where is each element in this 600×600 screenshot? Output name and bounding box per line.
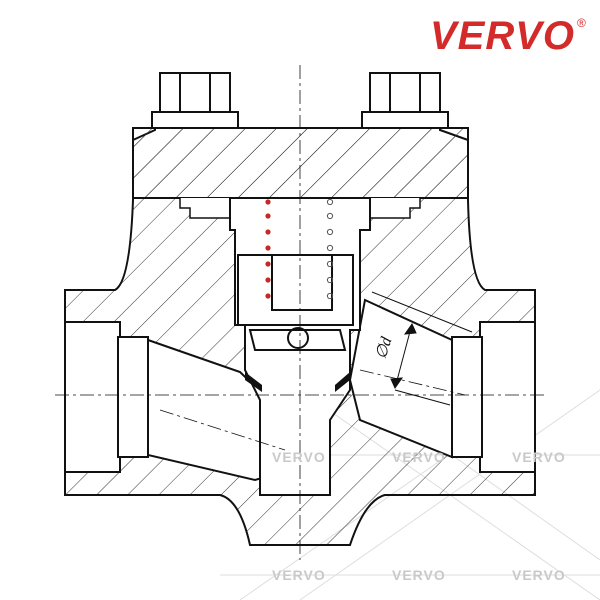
vervo-logo: VERVO® [430,14,587,64]
check-piston [237,254,354,351]
spring-coil-section [265,198,334,300]
seat-ring [245,372,350,392]
watermark-text: VERVO [272,449,326,465]
vervo-logo-text: VERVO [430,14,576,58]
center-lines [55,65,545,560]
watermark-text: VERVO [392,567,446,583]
bonnet-bolt-left [151,72,239,129]
inlet-bore [64,321,291,482]
bonnet-bolt-right [361,72,449,129]
watermark-text: VERVO [272,567,326,583]
watermark-text: VERVO [512,567,566,583]
bore-diameter-label: ∅d [373,334,396,361]
bore-diameter-dimension [371,291,473,406]
watermark-text: VERVO [512,449,566,465]
registered-mark: ® [577,16,587,30]
watermark-text: VERVO [392,449,446,465]
